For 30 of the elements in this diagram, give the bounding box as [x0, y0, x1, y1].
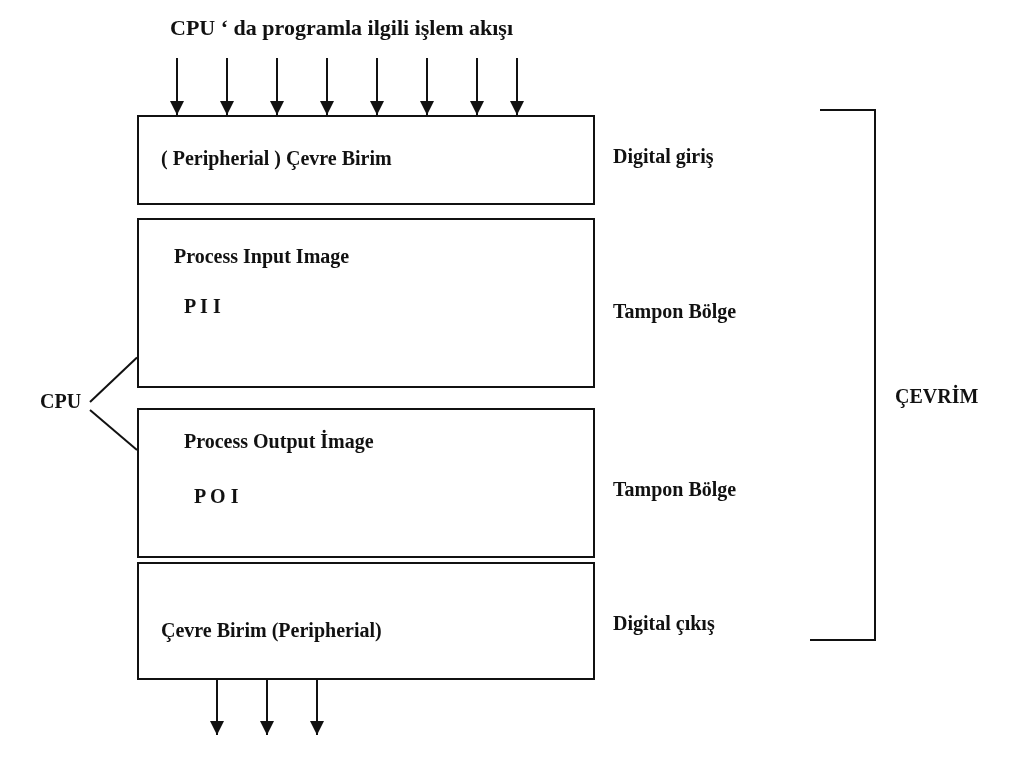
box-title: Çevre Birim (Peripherial) [161, 619, 382, 642]
block-box [137, 115, 595, 205]
arrow [510, 57, 524, 116]
arrow [220, 57, 234, 116]
block-box [137, 218, 595, 388]
arrow [260, 679, 274, 736]
arrow [270, 57, 284, 116]
diagram-title: CPU ‘ da programla ilgili işlem akışı [170, 15, 514, 41]
arrow [470, 57, 484, 116]
box-subtitle: P O I [194, 485, 239, 508]
box-title: ( Peripherial ) Çevre Birim [161, 147, 392, 170]
block-box [137, 562, 595, 680]
arrow [310, 679, 324, 736]
block-box [137, 408, 595, 558]
box-subtitle: P I I [184, 295, 221, 318]
arrow [370, 57, 384, 116]
side-label: Digital çıkış [613, 612, 715, 635]
cpu-label: CPU [40, 390, 82, 413]
arrow [170, 57, 184, 116]
leader-line [89, 409, 138, 451]
side-label: Tampon Bölge [613, 300, 737, 323]
arrow [420, 57, 434, 116]
box-title: Process Output İmage [184, 430, 374, 453]
side-label: Tampon Bölge [613, 478, 737, 501]
side-label: Digital giriş [613, 145, 714, 168]
arrow [210, 679, 224, 736]
cycle-label: ÇEVRİM [895, 385, 979, 408]
box-title: Process Input Image [174, 245, 350, 268]
arrow [320, 57, 334, 116]
leader-line [89, 356, 138, 403]
